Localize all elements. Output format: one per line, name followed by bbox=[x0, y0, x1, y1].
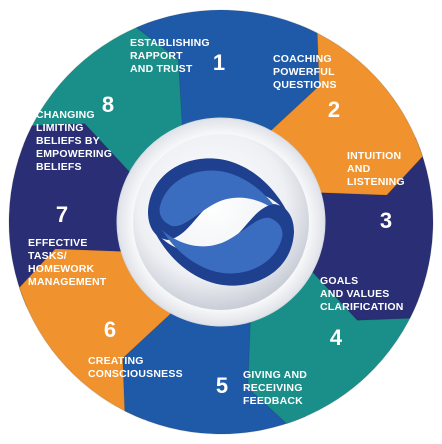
segment-label-line: TASKS/ bbox=[28, 250, 67, 262]
segment-label-line: BELIEFS BY bbox=[36, 135, 100, 147]
segment-number-6: 6 bbox=[104, 317, 116, 342]
segment-number-5: 5 bbox=[216, 373, 228, 398]
segment-label-line: POWERFUL bbox=[273, 66, 335, 78]
segment-number-1: 1 bbox=[213, 50, 225, 75]
segment-number-4: 4 bbox=[330, 325, 343, 350]
segment-number-7: 7 bbox=[56, 202, 68, 227]
segment-label-line: AND bbox=[347, 163, 371, 175]
segment-label-line: BELIEFS bbox=[36, 161, 82, 173]
segment-label-line: AND VALUES bbox=[320, 288, 389, 300]
segment-label-line: QUESTIONS bbox=[273, 79, 337, 91]
segment-label-line: EMPOWERING bbox=[36, 148, 112, 160]
segment-label-line: CLARIFICATION bbox=[320, 301, 403, 313]
swirl-upper-highlight bbox=[159, 170, 280, 227]
swirl-lower-highlight bbox=[162, 217, 283, 274]
segment-label-line: LIMITING bbox=[36, 122, 84, 134]
segment-number-8: 8 bbox=[102, 92, 114, 117]
segment-label-line: CONSCIOUSNESS bbox=[88, 368, 183, 380]
segment-label-line: HOMEWORK bbox=[28, 263, 95, 275]
segment-number-3: 3 bbox=[380, 208, 392, 233]
segment-label-line: INTUITION bbox=[347, 150, 401, 162]
segment-label-line: CHANGING bbox=[36, 109, 95, 121]
segment-label-line: CREATING bbox=[88, 355, 144, 367]
segment-label-line: FEEDBACK bbox=[243, 395, 303, 407]
segment-number-2: 2 bbox=[328, 97, 340, 122]
segment-label-line: ESTABLISHING bbox=[130, 37, 210, 49]
segment-label-line: LISTENING bbox=[347, 176, 405, 188]
segment-label-line: AND TRUST bbox=[130, 63, 193, 75]
segment-label-line: GOALS bbox=[320, 275, 358, 287]
segment-label-line: EFFECTIVE bbox=[28, 237, 88, 249]
segment-label-line: RAPPORT bbox=[130, 50, 183, 62]
segment-label-line: MANAGEMENT bbox=[28, 276, 107, 288]
segment-label-line: RECEIVING bbox=[243, 382, 303, 394]
segment-label-line: GIVING AND bbox=[243, 369, 307, 381]
segment-label-line: COACHING bbox=[273, 53, 332, 65]
swirl-logo-icon bbox=[148, 158, 294, 286]
